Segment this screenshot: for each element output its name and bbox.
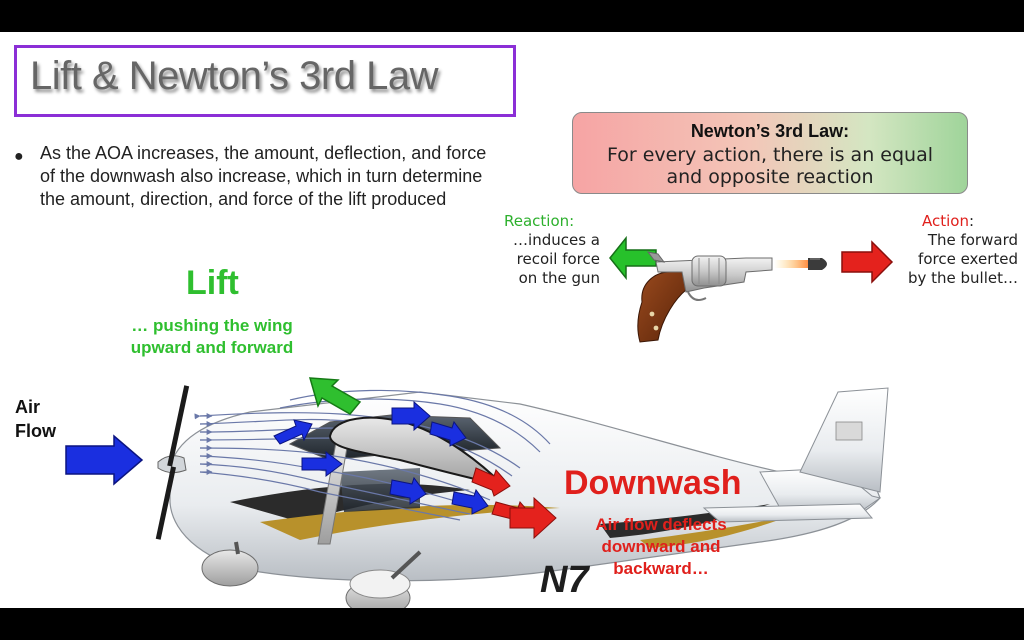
downwash-line3: backward…	[613, 559, 709, 578]
action-line2: force exerted	[918, 250, 1018, 268]
reaction-description: …induces a recoil force on the gun	[492, 231, 600, 288]
lift-label: Lift	[186, 264, 239, 302]
airplane-propeller	[155, 385, 190, 540]
reaction-line1: …induces a	[513, 231, 600, 249]
airflow-label: Air Flow	[15, 395, 56, 443]
downwash-line1: Air flow deflects	[595, 515, 727, 534]
airflow-line2: Flow	[15, 421, 56, 441]
tail-number: N7	[540, 559, 590, 601]
bullet-text: As the AOA increases, the amount, deflec…	[40, 143, 487, 209]
bullet-icon	[774, 258, 827, 270]
action-label-colon: :	[968, 212, 975, 230]
lift-line2: upward and forward	[130, 338, 294, 357]
action-line3: by the bullet…	[907, 269, 1018, 287]
action-label: Action:	[922, 212, 974, 231]
slide: Lift & Newton’s 3rd Law ● As the AOA inc…	[0, 32, 1024, 608]
newton-law-title: Newton’s 3rd Law:	[690, 121, 850, 141]
airflow-line1: Air	[15, 397, 41, 417]
downwash-arrows	[471, 467, 557, 540]
airplane-landing-gear	[201, 541, 422, 608]
slide-title: Lift & Newton’s 3rd Law	[30, 54, 438, 98]
downwash-line2: downward and	[601, 537, 721, 556]
revolver-illustration	[609, 235, 894, 343]
reaction-label: Reaction:	[504, 212, 575, 230]
newton-law-line1: For every action, there is an equal	[607, 144, 933, 166]
downwash-description: Air flow deflects downward and backward…	[578, 514, 744, 580]
upper-flow-arrows	[273, 400, 489, 515]
newton-law-line2: and opposite reaction	[666, 166, 874, 188]
action-label-text: Action	[922, 212, 969, 230]
downwash-label: Downwash	[564, 464, 742, 502]
bullet-dot-icon: ●	[14, 148, 24, 165]
action-arrow-icon	[841, 240, 894, 284]
action-description: The forward force exerted by the bullet…	[866, 231, 1018, 288]
lift-arrow-icon	[308, 377, 362, 415]
reaction-line3: on the gun	[518, 269, 600, 287]
airplane-tail	[702, 387, 889, 523]
revolver-icon	[637, 251, 773, 343]
action-line1: The forward	[927, 231, 1018, 249]
newton-law-box: Newton’s 3rd Law: For every action, ther…	[572, 112, 968, 194]
lift-line1: … pushing the wing	[131, 316, 293, 335]
lift-description: … pushing the wing upward and forward	[112, 315, 312, 359]
airplane-illustration: N7	[65, 377, 889, 608]
title-box	[14, 45, 516, 117]
airflow-arrow-icon	[65, 434, 144, 486]
reaction-line2: recoil force	[516, 250, 600, 268]
